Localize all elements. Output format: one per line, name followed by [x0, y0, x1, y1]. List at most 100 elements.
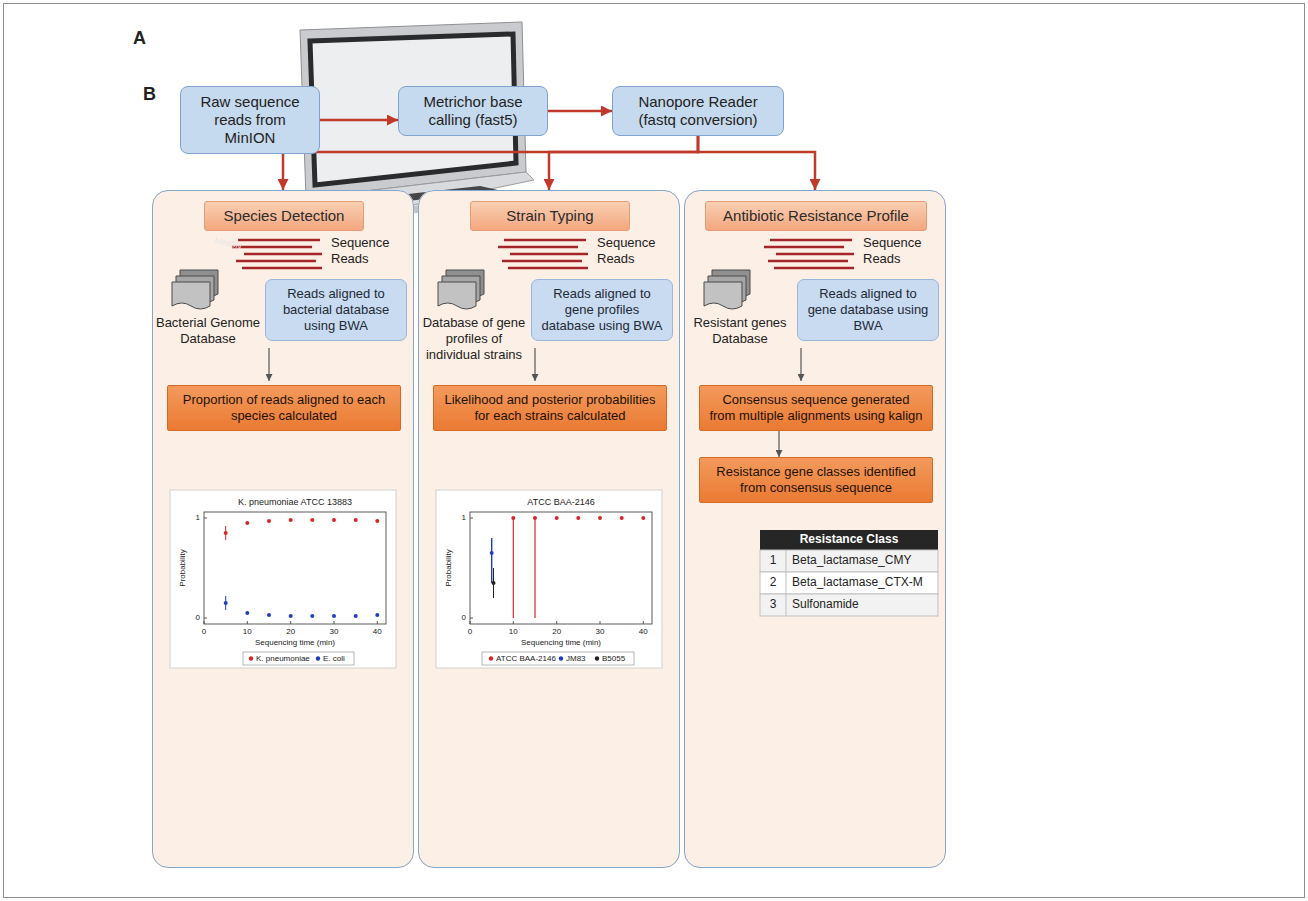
chart-text: 20: [286, 627, 295, 636]
table-cell: 3: [770, 598, 777, 612]
label-holder: 40: [639, 627, 648, 636]
strain-chart: [641, 516, 645, 520]
chart-text: JM83: [566, 654, 586, 663]
chart-text: 0: [462, 613, 466, 622]
panel-fill: [418, 190, 680, 868]
label-holder: Resistance Class: [800, 533, 899, 547]
strain-chart: [598, 516, 602, 520]
strain-chart: [643, 621, 644, 624]
label-holder: K. pneumoniae: [256, 654, 310, 663]
panel-text-holder: Bacterial Genome Database: [155, 315, 261, 347]
chart-text: 20: [552, 627, 561, 636]
chart-text: 40: [373, 627, 382, 636]
strain-chart: [470, 518, 473, 519]
label-holder: Sequencing time (min): [521, 638, 601, 647]
species-chart: [267, 519, 271, 523]
box-text: Reads aligned to bacterial database usin…: [272, 286, 400, 334]
strain-chart: [492, 581, 496, 585]
species-chart: [375, 519, 379, 523]
chart-text: Sequencing time (min): [521, 638, 601, 647]
chart-text: 30: [330, 627, 339, 636]
label-holder: JM83: [566, 654, 586, 663]
box-text: Nanopore Reader (fastq conversion): [621, 93, 775, 129]
species-chart: [332, 518, 336, 522]
strain-chart: [436, 490, 662, 668]
label-holder: 20: [552, 627, 561, 636]
label-holder: 0: [196, 613, 200, 622]
chart-text: Sequencing time (min): [255, 638, 335, 647]
table-cell: 2: [770, 576, 777, 590]
panel-text-holder: Database of gene profiles of individual …: [421, 315, 527, 363]
species-chart: [289, 614, 293, 618]
label-holder: 1: [770, 554, 777, 568]
strain-chart: [490, 551, 494, 555]
label-holder: Beta_lactamase_CMY: [792, 554, 911, 568]
database-label: Bacterial Genome Database: [155, 315, 261, 347]
chart-text: 30: [596, 627, 605, 636]
strain-chart: [595, 656, 599, 660]
species-chart: [224, 531, 228, 535]
database-label: Database of gene profiles of individual …: [421, 315, 527, 363]
resistance-table: [760, 550, 938, 572]
chart-text: Probability: [444, 549, 453, 586]
species-chart: [289, 518, 293, 522]
flow-arrow: [283, 136, 698, 190]
chart-text: K. pneumoniae ATCC 13883: [238, 497, 352, 507]
panel-text-holder: Sequence Reads: [597, 235, 673, 267]
species-chart: [267, 613, 271, 617]
label-holder: 30: [330, 627, 339, 636]
label-holder: 10: [509, 627, 518, 636]
chart-text: 1: [196, 513, 200, 522]
reads-label: Sequence Reads: [331, 235, 407, 267]
strain-chart: [491, 538, 492, 583]
strain-chart: [489, 656, 493, 660]
analysis-panel: Sequence ReadsDatabase of gene profiles …: [418, 190, 680, 868]
label-holder: 0: [462, 613, 466, 622]
species-chart: [243, 652, 354, 665]
chart-text: ATCC BAA-2146: [527, 497, 594, 507]
result-box: Consensus sequence generated from multip…: [699, 385, 933, 431]
species-chart: [354, 614, 358, 618]
label-holder: ATCC BAA-2146: [527, 497, 594, 507]
label-holder: B: [143, 84, 156, 105]
chart-text: 0: [468, 627, 472, 636]
strain-chart: [511, 516, 515, 520]
strain-chart: [534, 518, 535, 618]
table-cell: Beta_lactamase_CMY: [792, 554, 911, 568]
table-cell: Resistance Class: [800, 533, 899, 547]
species-chart: [310, 614, 314, 618]
strain-chart: [491, 538, 492, 583]
species-chart: [334, 621, 335, 624]
strain-chart: [511, 516, 645, 520]
panel-fill: [684, 190, 946, 868]
label-holder: 2: [770, 576, 777, 590]
label-holder: K. pneumoniae ATCC 13883: [238, 497, 352, 507]
flow-arrow: [320, 119, 398, 122]
box-text: Strain Typing: [479, 207, 621, 225]
panel-heading: Species Detection: [204, 201, 364, 231]
chart-text: K. pneumoniae: [256, 654, 310, 663]
strain-chart: [482, 652, 634, 665]
species-chart: [170, 490, 396, 668]
reads-label: Sequence Reads: [597, 235, 673, 267]
species-chart: [204, 621, 205, 624]
species-chart: [245, 521, 249, 525]
strain-chart: [470, 518, 643, 624]
panel-text-holder: Sequence Reads: [863, 235, 939, 267]
label-holder: 10: [243, 627, 252, 636]
chart-text: 0: [196, 613, 200, 622]
species-chart: [224, 601, 380, 618]
chart-text: 10: [243, 627, 252, 636]
reads-label: Sequence Reads: [863, 235, 939, 267]
species-chart: [204, 518, 377, 624]
panel-fill: [152, 190, 946, 868]
resistance-table: [760, 594, 938, 616]
strain-chart: [470, 618, 473, 619]
resistance-table: [760, 530, 938, 550]
species-chart: [316, 656, 320, 660]
species-chart: [204, 518, 207, 519]
resistance-table: [786, 550, 787, 616]
alignment-box: Reads aligned to gene profiles database …: [531, 279, 673, 341]
panel-letter: B: [143, 84, 156, 105]
label-holder: 3: [770, 598, 777, 612]
